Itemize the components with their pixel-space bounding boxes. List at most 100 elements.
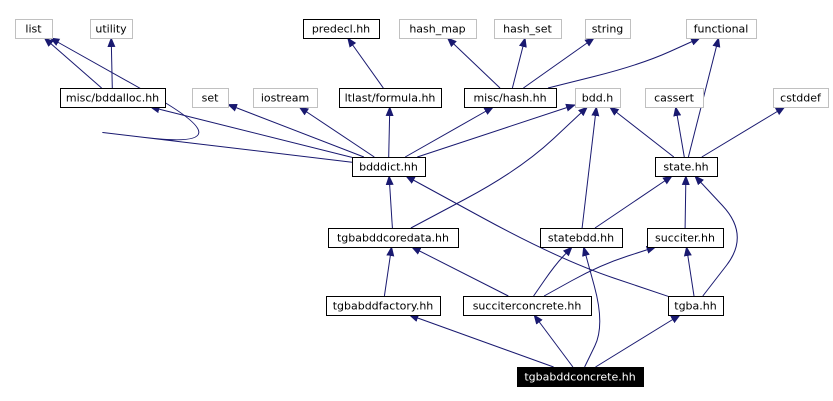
- node-box: [585, 19, 631, 39]
- node-label: tgbabddconcrete.hh: [524, 371, 635, 384]
- node-label: bdd.h: [582, 92, 613, 105]
- edge-bdddict-to-bddalloc: [149, 105, 353, 158]
- edge-bddalloc-to-utility: [107, 37, 116, 89]
- edge-succiterconcrete-to-statebdd: [533, 246, 573, 297]
- edge-state-to-cstddef: [701, 106, 786, 158]
- edge-bdddict-to-iostream: [298, 106, 375, 158]
- node-box: [647, 228, 724, 248]
- edge-coredata-to-bdd: [410, 106, 589, 229]
- node-box: [655, 157, 718, 177]
- node-box: [60, 88, 166, 108]
- node-box: [90, 19, 133, 39]
- node-label: tgbabddfactory.hh: [333, 300, 434, 313]
- edge-layer: [43, 37, 786, 368]
- node-box: [352, 157, 426, 177]
- edge-coredata-to-bdddict: [385, 175, 394, 229]
- edge-hash-to-hash_set: [511, 37, 527, 89]
- node-box: [773, 88, 829, 108]
- edge-statebdd-to-state: [594, 175, 673, 229]
- node-box: [494, 19, 562, 39]
- node-label: succiter.hh: [655, 232, 715, 245]
- edge-tgba-to-succiter: [683, 246, 695, 297]
- edge-concrete-to-succiterconcrete: [533, 314, 574, 368]
- edge-state-to-cassert: [673, 106, 685, 158]
- node-functional: functional: [686, 19, 757, 39]
- edge-succiterconcrete-to-succiter: [543, 245, 657, 297]
- edge-succiter-to-state: [681, 175, 690, 229]
- node-label: state.hh: [663, 161, 708, 174]
- edge-bdddict-to-bdd: [417, 103, 576, 158]
- node-box: [328, 228, 459, 248]
- edge-factory-to-coredata: [383, 246, 395, 297]
- edge-bdddict-to-formula: [385, 106, 394, 158]
- edge-succiterconcrete-to-coredata: [410, 246, 509, 297]
- node-iostream: iostream: [253, 88, 318, 108]
- node-cassert: cassert: [645, 88, 704, 108]
- node-box: [192, 88, 229, 108]
- node-hash_set: hash_set: [494, 19, 562, 39]
- node-box: [253, 88, 318, 108]
- edge-tgba-to-bdddict: [405, 175, 669, 297]
- edge-bdddict-to-list: [49, 37, 353, 163]
- node-label: functional: [694, 23, 749, 36]
- node-label: misc/bddalloc.hh: [66, 92, 159, 105]
- edge-tgba-to-state: [694, 175, 738, 297]
- edge-bddalloc-to-list: [43, 37, 102, 89]
- edge-hash-to-functional: [547, 37, 701, 89]
- node-label: hash_set: [503, 23, 552, 36]
- node-box: [668, 296, 724, 316]
- node-set: set: [192, 88, 229, 108]
- node-label: tgba.hh: [674, 300, 716, 313]
- node-bdd: bdd.h: [575, 88, 621, 108]
- node-label: cassert: [654, 92, 695, 105]
- node-label: iostream: [261, 92, 309, 105]
- node-tgba[interactable]: tgba.hh: [668, 296, 724, 316]
- node-cstddef: cstddef: [773, 88, 829, 108]
- node-box: [399, 19, 477, 39]
- node-formula[interactable]: ltlast/formula.hh: [339, 88, 442, 108]
- node-box: [463, 296, 592, 316]
- node-box: [15, 19, 53, 39]
- node-succiterconcrete[interactable]: succiterconcrete.hh: [463, 296, 592, 316]
- node-predecl[interactable]: predecl.hh: [303, 19, 380, 39]
- node-label: misc/hash.hh: [473, 92, 546, 105]
- node-coredata[interactable]: tgbabddcoredata.hh: [328, 228, 459, 248]
- node-label: succiterconcrete.hh: [473, 300, 582, 313]
- node-hash_map: hash_map: [399, 19, 477, 39]
- node-factory[interactable]: tgbabddfactory.hh: [326, 296, 441, 316]
- node-statebdd[interactable]: statebdd.hh: [540, 228, 623, 248]
- edge-hash-to-string: [523, 37, 595, 89]
- node-box: [303, 19, 380, 39]
- node-utility: utility: [90, 19, 133, 39]
- edge-concrete-to-factory: [408, 314, 554, 368]
- node-label: ltlast/formula.hh: [345, 92, 436, 105]
- edge-formula-to-predecl: [347, 37, 384, 89]
- node-label: tgbabddcoredata.hh: [337, 232, 449, 245]
- node-bddalloc[interactable]: misc/bddalloc.hh: [60, 88, 166, 108]
- node-box: [540, 228, 623, 248]
- node-hash[interactable]: misc/hash.hh: [464, 88, 557, 108]
- node-concrete[interactable]: tgbabddconcrete.hh: [517, 367, 644, 387]
- edge-concrete-to-statebdd: [582, 246, 601, 368]
- edge-state-to-bdd: [608, 106, 675, 158]
- node-list: list: [15, 19, 53, 39]
- node-box: [686, 19, 757, 39]
- node-label: hash_map: [409, 23, 465, 36]
- edge-bdddict-to-set: [227, 104, 365, 158]
- node-label: utility: [95, 23, 127, 36]
- node-label: set: [202, 92, 219, 105]
- node-box: [326, 296, 441, 316]
- node-bdddict[interactable]: bdddict.hh: [352, 157, 426, 177]
- edge-bdddict-to-hash: [404, 106, 495, 158]
- node-label: bdddict.hh: [359, 161, 418, 174]
- node-box: [645, 88, 704, 108]
- node-box: [464, 88, 557, 108]
- node-label: list: [25, 23, 42, 36]
- node-label: predecl.hh: [312, 23, 370, 36]
- node-box: [575, 88, 621, 108]
- node-succiter[interactable]: succiter.hh: [647, 228, 724, 248]
- edge-statebdd-to-bdd: [581, 106, 600, 229]
- node-state[interactable]: state.hh: [655, 157, 718, 177]
